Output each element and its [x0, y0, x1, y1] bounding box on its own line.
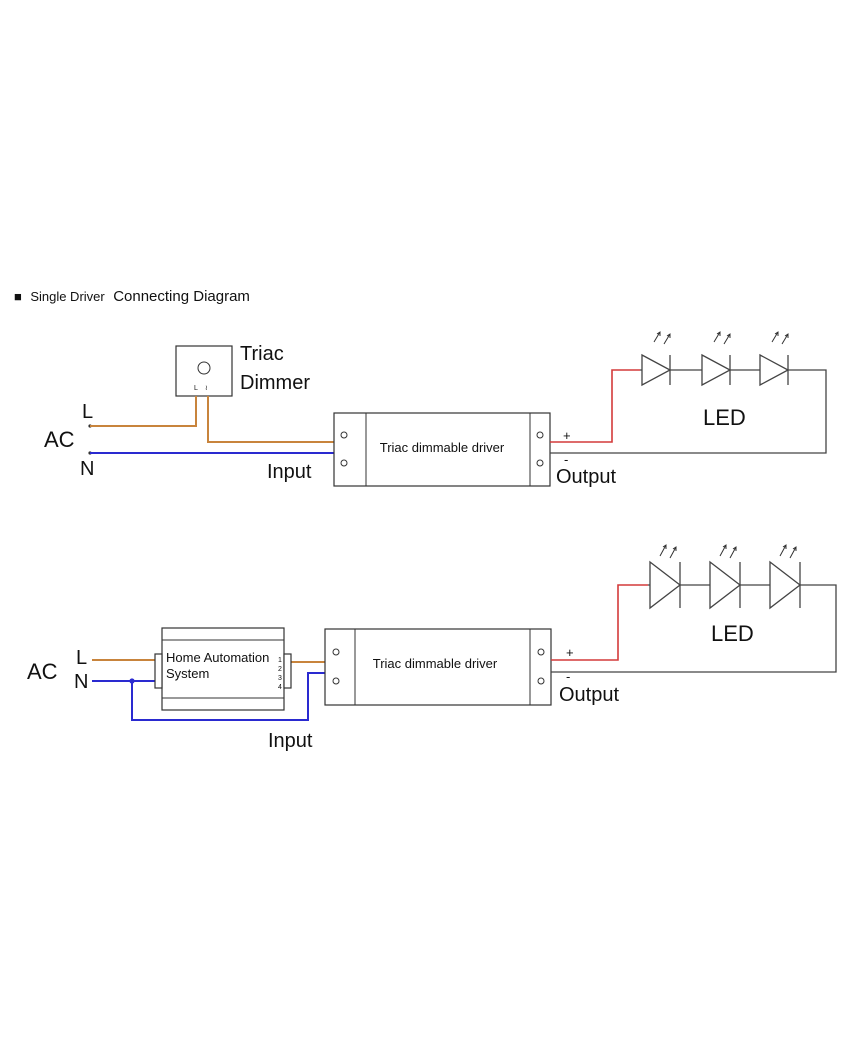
- led-diode-icon: [649, 544, 682, 610]
- dimmer-terminal-load: ≀: [205, 385, 208, 392]
- plus-label-2: +: [566, 645, 574, 660]
- home-automation-box: [161, 627, 285, 711]
- automation-output-terminal: [283, 653, 292, 689]
- ac-label-2: AC: [27, 659, 58, 684]
- automation-input-terminal: [154, 653, 163, 689]
- heading: ■ Single Driver Connecting Diagram: [14, 288, 250, 305]
- led-string-2: [648, 544, 802, 610]
- terminal-number-2: 2: [278, 666, 282, 673]
- automation-label-line1: Home Automation: [166, 650, 269, 665]
- led-diode-icon: [701, 331, 732, 387]
- heading-small-text: Single Driver: [30, 289, 105, 304]
- driver-screw-1c: [536, 431, 544, 439]
- driver-screw-1b: [340, 459, 348, 467]
- heading-bullet: ■: [14, 289, 22, 304]
- dimmer-title-line2: Dimmer: [240, 372, 310, 394]
- terminal-number-1: 1: [278, 657, 282, 664]
- live-wire-to-dimmer: [90, 396, 197, 427]
- input-label-1: Input: [267, 461, 312, 483]
- input-label-2: Input: [268, 730, 313, 752]
- led-label-1: LED: [703, 405, 746, 430]
- n-label-2: N: [74, 671, 88, 693]
- dimmer-terminal-l: L: [194, 385, 198, 392]
- negative-wire-2: [551, 584, 837, 673]
- driver-screw-2a: [332, 648, 340, 656]
- positive-wire-1: [550, 369, 640, 443]
- driver-label-2: Triac dimmable driver: [373, 656, 498, 671]
- driver-screw-1d: [536, 459, 544, 467]
- dimmer-title-line1: Triac: [240, 343, 284, 365]
- led-string-1: [640, 331, 790, 387]
- l-label-2: L: [76, 647, 87, 669]
- diagram-2: AC L N Home Automation System 1 2 3 4 Tr…: [27, 544, 837, 752]
- l-label-1: L: [82, 401, 93, 423]
- terminal-number-4: 4: [278, 684, 282, 691]
- output-label-1: Output: [556, 466, 616, 488]
- led-diode-icon: [759, 331, 790, 387]
- heading-large-text: Connecting Diagram: [113, 288, 250, 305]
- neutral-wire-to-driver: [131, 672, 325, 721]
- led-label-2: LED: [711, 621, 754, 646]
- driver-box-1: [333, 412, 551, 487]
- live-wire-to-driver: [207, 396, 334, 443]
- negative-wire-1: [550, 369, 827, 454]
- driver-screw-1a: [340, 431, 348, 439]
- dimmer-knob-icon: [197, 361, 211, 375]
- minus-label-1: -: [564, 452, 568, 467]
- minus-label-2: -: [566, 669, 570, 684]
- terminal-number-3: 3: [278, 675, 282, 682]
- driver-screw-2d: [537, 677, 545, 685]
- led-diode-icon: [769, 544, 802, 610]
- n-label-1: N: [80, 458, 94, 480]
- driver-screw-2c: [537, 648, 545, 656]
- diagram-1: AC L N L ≀ Triac Dimmer Triac dimmable d…: [44, 331, 827, 488]
- led-diode-icon: [709, 544, 742, 610]
- plus-label-1: +: [563, 428, 571, 443]
- triac-dimmer-box: [175, 345, 233, 397]
- led-diode-icon: [641, 331, 672, 387]
- automation-label-line2: System: [166, 666, 209, 681]
- driver-screw-2b: [332, 677, 340, 685]
- positive-wire-2: [551, 584, 648, 661]
- output-label-2: Output: [559, 684, 619, 706]
- ac-label-1: AC: [44, 427, 75, 452]
- driver-label-1: Triac dimmable driver: [380, 440, 505, 455]
- driver-box-2: [324, 628, 552, 706]
